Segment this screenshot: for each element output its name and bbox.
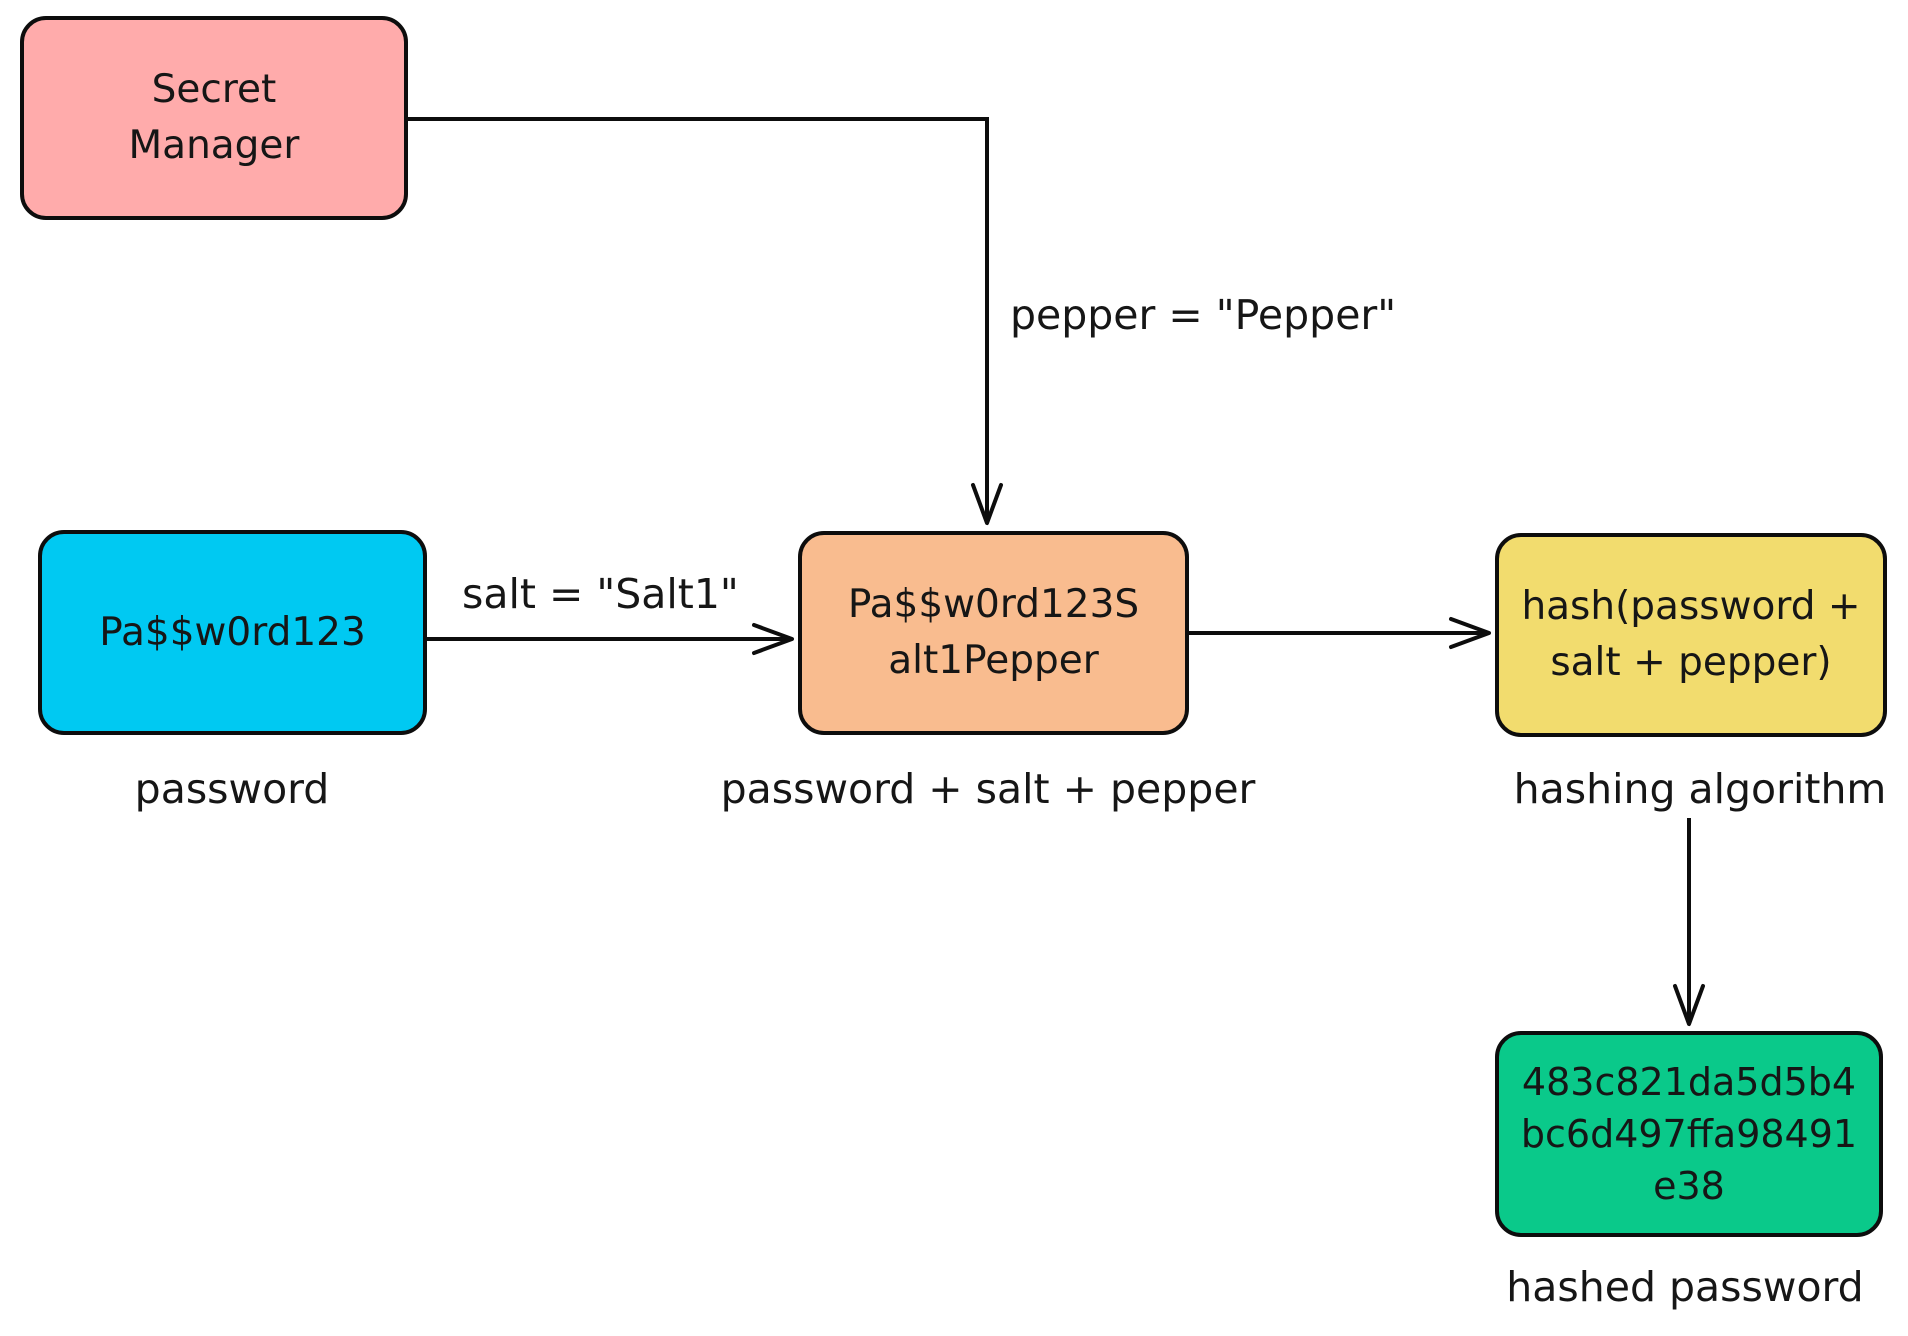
node-hashing-algorithm: hash(password + salt + pepper) — [1495, 533, 1887, 737]
caption-hashed-password: hashed password — [1506, 1263, 1864, 1311]
caption-hashing-algorithm: hashing algorithm — [1513, 765, 1887, 813]
password-value: Pa$$w0rd123 — [99, 609, 366, 655]
edge-label-pepper: pepper = "Pepper" — [1010, 291, 1397, 340]
combined-value-line2: alt1Pepper — [888, 638, 1099, 683]
hashing-value-line2: salt + pepper) — [1550, 640, 1832, 685]
node-secret-manager: Secret Manager — [20, 16, 408, 220]
edge-label-salt: salt = "Salt1" — [462, 570, 739, 619]
hashed-value-line2: bc6d497ffa98491 — [1520, 1112, 1858, 1156]
caption-password: password — [134, 765, 330, 813]
combined-value-line1: Pa$$w0rd123S — [847, 582, 1140, 627]
hashed-value-line3: e38 — [1653, 1164, 1725, 1208]
secret-manager-label-line2: Manager — [128, 123, 300, 168]
node-password-salt-pepper: Pa$$w0rd123S alt1Pepper — [798, 531, 1189, 735]
node-hashed-password: 483c821da5d5b4 bc6d497ffa98491 e38 — [1495, 1031, 1883, 1237]
arrow-secret-manager-to-combined — [408, 117, 1003, 525]
node-password: Pa$$w0rd123 — [38, 530, 427, 735]
hashed-value-line1: 483c821da5d5b4 — [1521, 1060, 1857, 1104]
caption-password-salt-pepper: password + salt + pepper — [720, 765, 1256, 813]
hashing-value-line1: hash(password + — [1521, 584, 1861, 629]
secret-manager-label-line1: Secret — [151, 67, 277, 112]
